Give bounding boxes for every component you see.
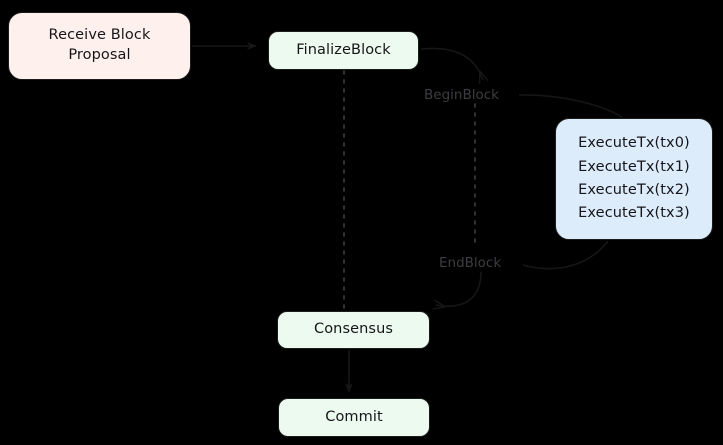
edge-beginblock-to-executetx (518, 94, 623, 118)
node-label-line: Commit (325, 408, 383, 425)
node-receive-block-proposal[interactable]: Receive Block Proposal (8, 12, 191, 80)
node-label-line: ExecuteTx(tx1) (578, 158, 690, 175)
node-commit[interactable]: Commit (278, 398, 430, 437)
node-label-line: Proposal (68, 47, 131, 63)
node-execute-transactions[interactable]: ExecuteTx(tx0) ExecuteTx(tx1) ExecuteTx(… (555, 118, 713, 240)
node-consensus[interactable]: Consensus (277, 311, 430, 349)
node-label-line: ExecuteTx(tx0) (578, 135, 690, 152)
edge-finalize-to-beginblock (420, 47, 483, 80)
edge-endblock-to-consensus (436, 271, 482, 306)
node-label-line: ExecuteTx(tx3) (578, 205, 690, 222)
edge-label-begin-block: BeginBlock (424, 87, 499, 103)
node-label-line: ExecuteTx(tx2) (578, 182, 690, 198)
edge-executetx-to-endblock (522, 240, 609, 270)
node-label-line: Consensus (313, 321, 394, 338)
node-label-line: FinalizeBlock (296, 41, 391, 58)
edge-label-end-block: EndBlock (439, 255, 502, 271)
node-label-line: Receive Block (48, 27, 151, 44)
node-finalize-block[interactable]: FinalizeBlock (268, 31, 419, 70)
